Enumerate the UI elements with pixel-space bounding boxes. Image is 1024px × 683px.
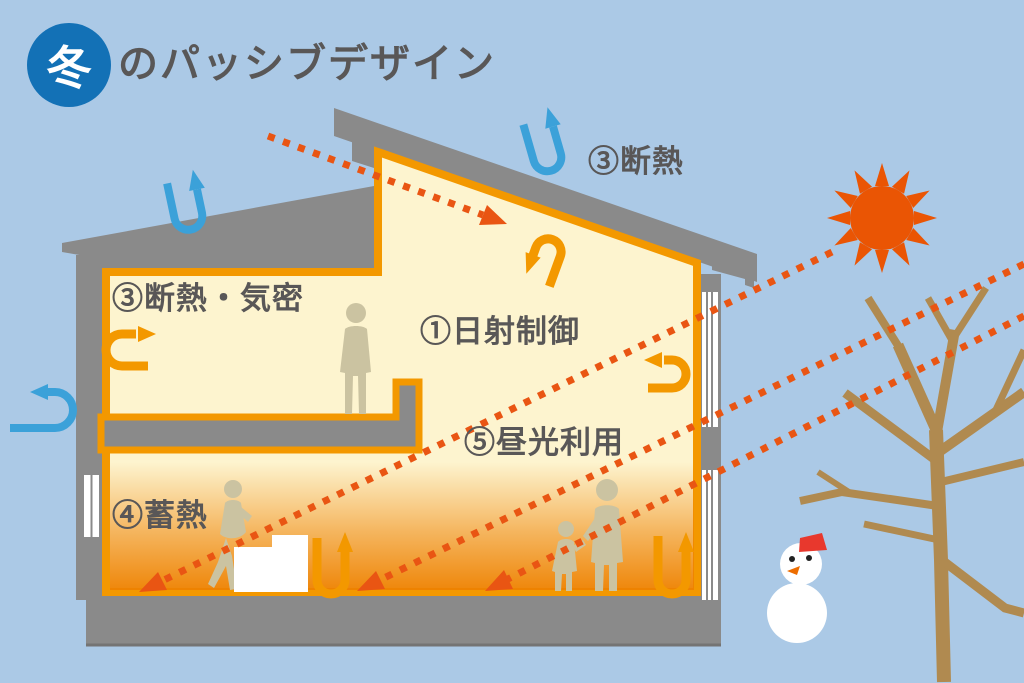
label-wall-insulation: ③断熱・気密	[112, 281, 304, 316]
warm-air-roof-arrow	[525, 234, 566, 288]
snowman-icon	[767, 533, 827, 643]
sun-ray-long-left	[139, 248, 834, 592]
season-badge: 冬	[27, 23, 111, 107]
windows	[84, 292, 718, 600]
season-badge-text: 冬	[46, 42, 92, 94]
roof-gutter	[712, 262, 754, 288]
person-standing-silhouette	[340, 303, 371, 414]
page-title: のパッシブデザイン	[118, 42, 496, 86]
adult-silhouette	[583, 479, 623, 591]
left-roof	[62, 186, 374, 273]
main-roof	[334, 108, 757, 282]
clerestory-block	[352, 134, 374, 168]
warm-air-floor-right-arrow	[653, 532, 694, 599]
bare-tree-icon	[799, 286, 1024, 683]
house-structure	[62, 108, 757, 647]
warm-air-floor-left-arrow	[312, 532, 353, 599]
cold-air-main-roof-arrow	[519, 107, 566, 176]
small-child-silhouette	[552, 521, 586, 591]
sun-ray-clerestory	[266, 132, 507, 225]
label-solar-control: ①日射制御	[420, 314, 580, 349]
sun-ray-lower	[485, 312, 1024, 591]
warm-air-window-arrow	[644, 352, 691, 393]
sun-icon	[827, 163, 937, 273]
foundation	[86, 595, 721, 646]
cold-air-left-wall-arrow	[10, 384, 77, 432]
label-daylight: ⑤昼光利用	[464, 425, 624, 460]
cold-air-left-roof-arrow	[163, 169, 207, 234]
sun-ray-mid	[357, 260, 1024, 591]
label-roof-insulation: ③断熱	[588, 144, 684, 179]
thermal-mass-box	[234, 535, 308, 592]
warm-air-left-room-arrow	[101, 326, 156, 371]
right-lower-window	[702, 470, 718, 600]
label-thermal-mass: ④蓄熱	[112, 498, 208, 533]
mid-floor-slab	[97, 378, 423, 454]
